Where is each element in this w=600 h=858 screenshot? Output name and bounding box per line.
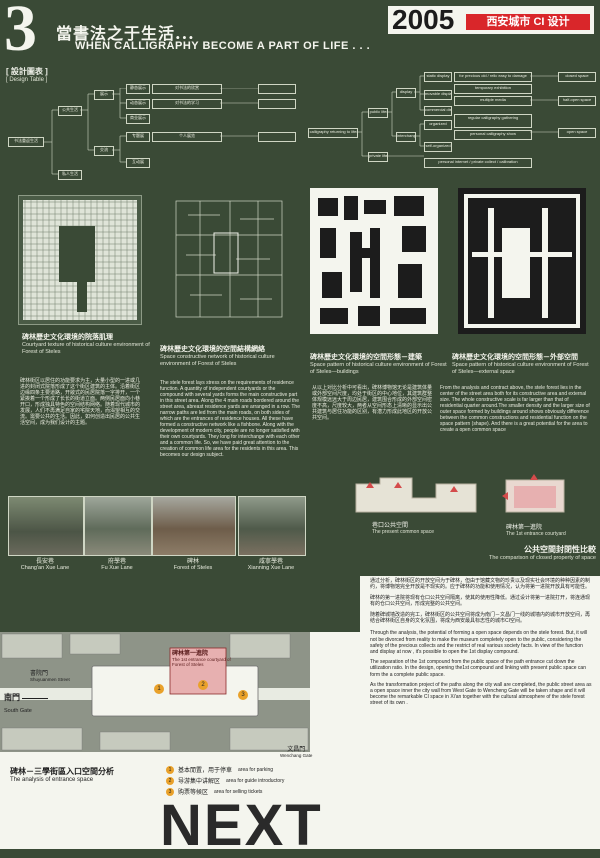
- r-temporary: temporary exhibition: [454, 84, 532, 94]
- paragraph-3: 从以上对比分析中可看出，碑林博物馆无论是建筑体量或外部空间尺度，均处于街区的中心…: [312, 385, 433, 421]
- r-multimedia: multiple media: [454, 96, 532, 106]
- r-selforganized: self-organized: [424, 142, 452, 152]
- r-organized: organized: [424, 120, 452, 130]
- photo-fuxue: [84, 496, 152, 556]
- paragraph-2: The stele forest lays stress on the requ…: [160, 380, 300, 458]
- design-table-label-en: [ Design Table ]: [6, 77, 48, 83]
- node-display: 展示: [94, 90, 114, 100]
- right-text-area: 通过分析，碑林街区的开放空间为于碑林，但由于馆藏文物的珍贵以及现实社会环境的种种…: [370, 578, 592, 707]
- r-precious: for precious old / relic easy to damage: [454, 72, 532, 82]
- map-network: [170, 195, 288, 323]
- design-table-label-cn: [ 設計圖表 ]: [6, 67, 48, 76]
- r-open: open space: [558, 128, 596, 138]
- brand-year: 2005: [392, 4, 455, 35]
- map-network-drawing: [175, 200, 283, 318]
- node-learn: 对书法的学习: [152, 99, 222, 109]
- r-interchange: interchange: [396, 132, 416, 142]
- site-plan: [0, 632, 310, 752]
- plan-southgate-label: South Gate: [4, 708, 32, 714]
- r-movable: movable display: [424, 90, 452, 100]
- r-internet: personal internet / private collect / ca…: [424, 158, 532, 168]
- design-table-left: 书法重返生活 公共生活 私人生活 展示 交流 静态展示 动态展示 商业展示 专题…: [0, 84, 300, 180]
- brand-name: 西安城市 CI 设计: [466, 14, 590, 30]
- r-display: display: [396, 88, 416, 98]
- plan-marker-1: 1: [154, 684, 164, 694]
- compare-right-drawing: [502, 474, 565, 513]
- map-buildings-drawing: [318, 196, 426, 326]
- r-closed: closed space: [558, 72, 596, 82]
- map-buildings: [310, 188, 438, 334]
- plan-marker-2: 2: [198, 680, 208, 690]
- map-courtyard: [18, 195, 142, 325]
- compare-left-drawing: [355, 477, 477, 513]
- plan-wenchang-label: 文昌門 Wenchang Gate: [280, 747, 313, 758]
- plan-nanmen-label: 南門: [4, 693, 20, 702]
- node-topic: 专题展: [126, 132, 150, 142]
- plan-entrance-label: 碑林第一進院 The 1st entrance courtyard of For…: [172, 651, 231, 667]
- node-movable: 动态展示: [126, 99, 150, 109]
- next-button[interactable]: NEXT: [160, 793, 323, 858]
- photo-changan: [8, 496, 84, 556]
- r-private: private life: [368, 152, 388, 162]
- compare-left-caption: 巷口公共空間 The present common space: [372, 523, 434, 535]
- photo-forest: [152, 496, 236, 556]
- r-personal-show: personal calligraphy show: [454, 130, 532, 140]
- compare-title: 公共空間封閉性比較 The comparison of closed prope…: [488, 545, 596, 561]
- compare-right-caption: 碑林第一進院 The 1st entrance courtyard: [506, 525, 566, 537]
- compare-left-diagram: [352, 474, 482, 518]
- node-private-life: 私人生活: [58, 170, 82, 180]
- node-interchange: 交流: [94, 146, 114, 156]
- r-static: static display: [424, 72, 452, 82]
- plan-shuyuan-label: 書院門 Shuyuanmen Street: [30, 671, 70, 682]
- lower-white-panel: [360, 576, 600, 849]
- map-caption-3: 碑林歷史文化環境的空間形態－建築 Space pattern of histor…: [310, 354, 447, 375]
- node-public-life: 公共生活: [58, 106, 82, 116]
- plan-title: 碑林－三學街區入口空間分析 The analysis of entrance s…: [10, 767, 114, 783]
- map-caption-4: 碑林歷史文化環境的空間形態－外部空間 Space pattern of hist…: [452, 354, 589, 375]
- r-public: public life: [368, 108, 388, 118]
- plan-nanmen-arrow: [22, 698, 48, 699]
- map-courtyard-drawing: [23, 200, 137, 320]
- page-number: 3: [4, 0, 37, 65]
- node-root: 书法重返生活: [8, 137, 44, 147]
- node-closed-cn: [258, 84, 296, 94]
- map-external-drawing: [464, 194, 580, 328]
- tree-lines-left: [43, 88, 258, 175]
- title-cn: 當書法之于生活...: [56, 24, 195, 43]
- node-appreciate: 对书法的欣赏: [152, 84, 222, 94]
- paragraph-4: From the analysis and contract above, th…: [440, 385, 590, 433]
- r-regular: regular calligraphy gathering: [454, 114, 532, 128]
- plan-marker-3: 3: [238, 690, 248, 700]
- node-open-cn: [258, 132, 296, 142]
- map-caption-2: 碑林歷史文化環境的空間結構網絡 Space constructive netwo…: [160, 346, 275, 367]
- node-person-exhibit: 个人展览: [152, 132, 222, 142]
- r-half-open: half-open space: [558, 96, 596, 106]
- r-commercial: commercial display: [424, 106, 452, 116]
- r-root: calligraphy returning to life: [308, 128, 358, 138]
- site-plan-drawing: [0, 633, 310, 751]
- map-caption-1: 碑林歷史文化環境的院落肌理 Courtyard texture of histo…: [22, 334, 150, 355]
- node-interactive: 互动展: [126, 158, 150, 168]
- map-external: [458, 188, 586, 334]
- photo-xianning: [238, 496, 306, 556]
- title-en: WHEN CALLIGRAPHY BECOME A PART OF LIFE .…: [75, 40, 371, 52]
- node-static: 静态展示: [126, 84, 150, 94]
- compare-right-diagram: [500, 472, 570, 518]
- design-table-right: calligraphy returning to life public lif…: [308, 70, 598, 182]
- node-half-cn: [258, 99, 296, 109]
- paragraph-1: 碑林街区以居住的功能要求为主，大量小型的一进或几进的封闭式院落形成了这个街区建筑…: [20, 378, 141, 426]
- node-commercial: 商业展示: [126, 114, 150, 124]
